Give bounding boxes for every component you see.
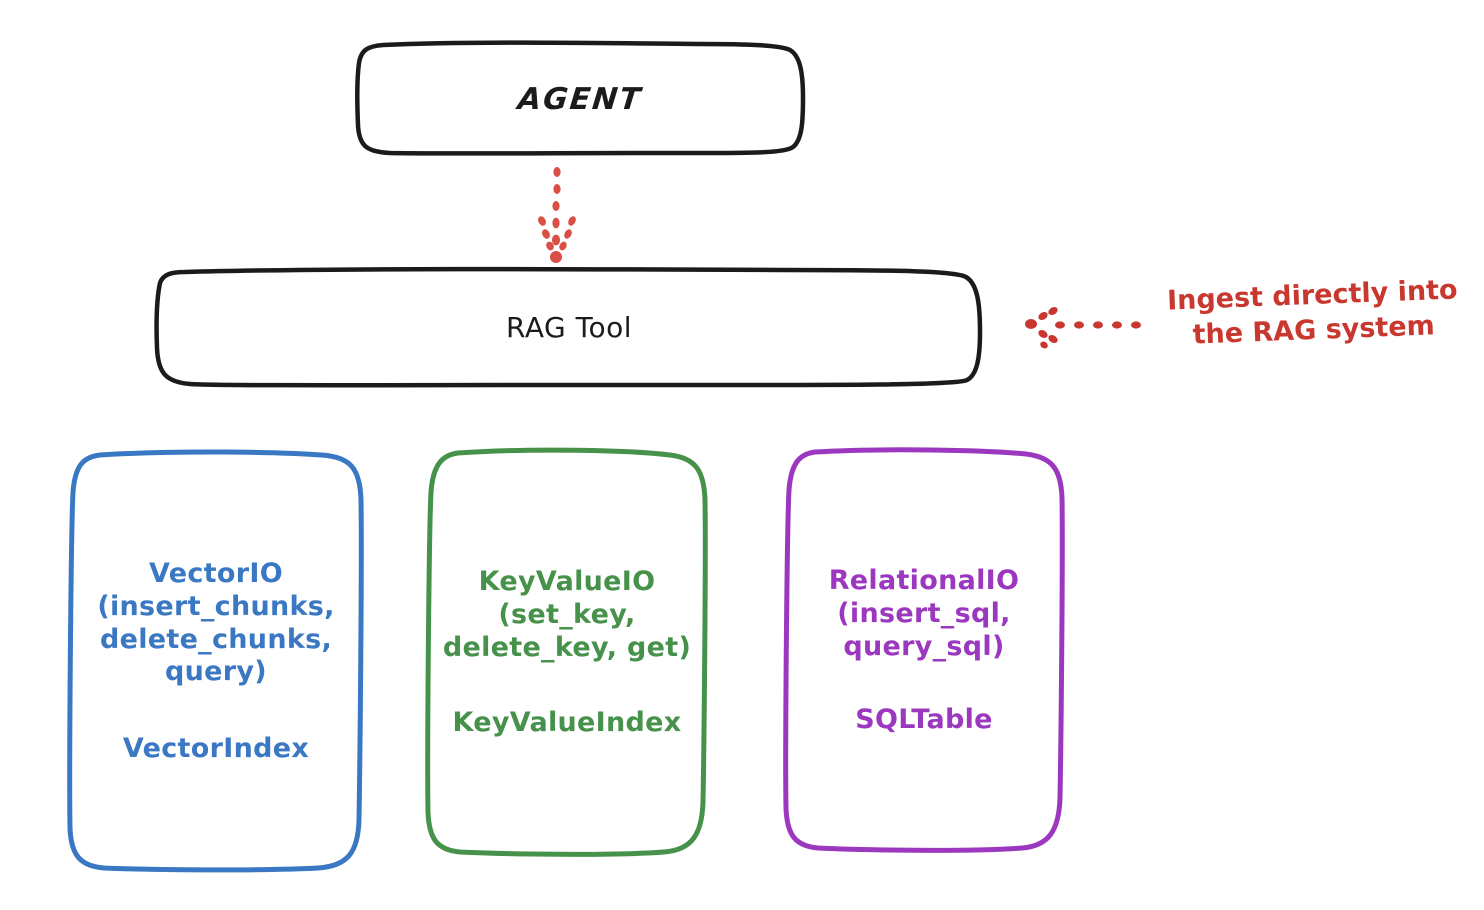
ingest-annotation-text: Ingest directly into the RAG system bbox=[1166, 274, 1459, 351]
key-value-io-box-outline[interactable] bbox=[425, 447, 708, 857]
agent-to-rag-tool-arrow bbox=[538, 167, 576, 263]
sql-table-label: SQLTable bbox=[855, 703, 993, 735]
rag-tool-node[interactable]: RAG Tool bbox=[157, 270, 981, 384]
key-value-io-node[interactable]: KeyValueIO (set_key, delete_key, get) Ke… bbox=[428, 450, 706, 854]
rag-tool-label: RAG Tool bbox=[506, 310, 632, 344]
vector-index-label: VectorIndex bbox=[122, 733, 310, 765]
ingest-to-rag-tool-arrow bbox=[1025, 306, 1141, 349]
key-value-index-label: KeyValueIndex bbox=[452, 706, 682, 738]
relational-io-box-outline[interactable] bbox=[783, 447, 1065, 853]
key-value-io-title: KeyValueIO (set_key, delete_key, get) bbox=[442, 566, 692, 663]
agent-label: AGENT bbox=[516, 81, 644, 117]
relational-io-title: RelationalIO (insert_sql, query_sql) bbox=[828, 565, 1020, 662]
vector-io-title: VectorIO (insert_chunks, delete_chunks, … bbox=[97, 557, 335, 688]
vector-io-box-outline[interactable] bbox=[67, 449, 364, 873]
agent-node[interactable]: AGENT bbox=[357, 44, 803, 154]
rag-tool-box-outline[interactable] bbox=[154, 266, 983, 388]
agent-box-outline[interactable] bbox=[355, 40, 806, 156]
relational-io-node[interactable]: RelationalIO (insert_sql, query_sql) SQL… bbox=[785, 450, 1063, 850]
vector-io-node[interactable]: VectorIO (insert_chunks, delete_chunks, … bbox=[70, 452, 362, 870]
